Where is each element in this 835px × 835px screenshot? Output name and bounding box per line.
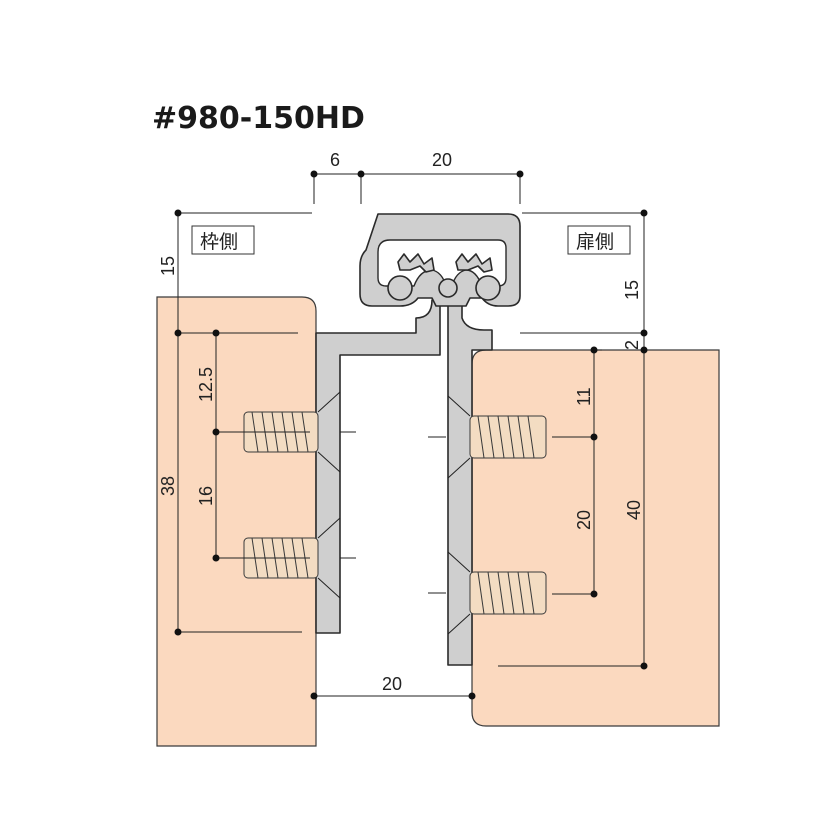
door-screw-upper — [469, 415, 547, 459]
frame-side-label: 枠側 — [200, 231, 238, 253]
product-title: #980-150HD — [152, 101, 365, 136]
dim-left-total: 38 — [158, 476, 178, 496]
dim-right-offset: 2 — [622, 340, 642, 350]
frame-side-label-box — [191, 225, 255, 255]
door-side-label-box — [567, 225, 631, 255]
door-side-label: 扉側 — [576, 231, 614, 253]
dim-left-screw-spacing: 16 — [196, 486, 216, 506]
dim-top-width: 20 — [432, 150, 452, 170]
dimension-lines — [177, 173, 645, 697]
gear-teeth — [387, 253, 501, 301]
door-screw-lower — [469, 571, 547, 615]
dim-right-screw-top: 11 — [574, 387, 594, 406]
dim-left-screw-top: 12.5 — [196, 367, 216, 402]
dim-right-top-height: 15 — [622, 280, 642, 300]
frame-wood-panel — [156, 296, 317, 747]
door-side-leaf — [447, 299, 493, 666]
dim-bottom-gap: 20 — [382, 674, 402, 694]
dim-right-total: 40 — [624, 500, 644, 520]
door-wood-panel — [471, 349, 720, 727]
dim-left-top-height: 15 — [158, 256, 178, 276]
dim-right-screw-spacing: 20 — [574, 510, 594, 530]
dimension-dots — [174, 170, 648, 700]
frame-side-leaf — [315, 299, 441, 634]
countersink-marks — [317, 391, 471, 635]
dim-top-left-gap: 6 — [330, 150, 340, 170]
